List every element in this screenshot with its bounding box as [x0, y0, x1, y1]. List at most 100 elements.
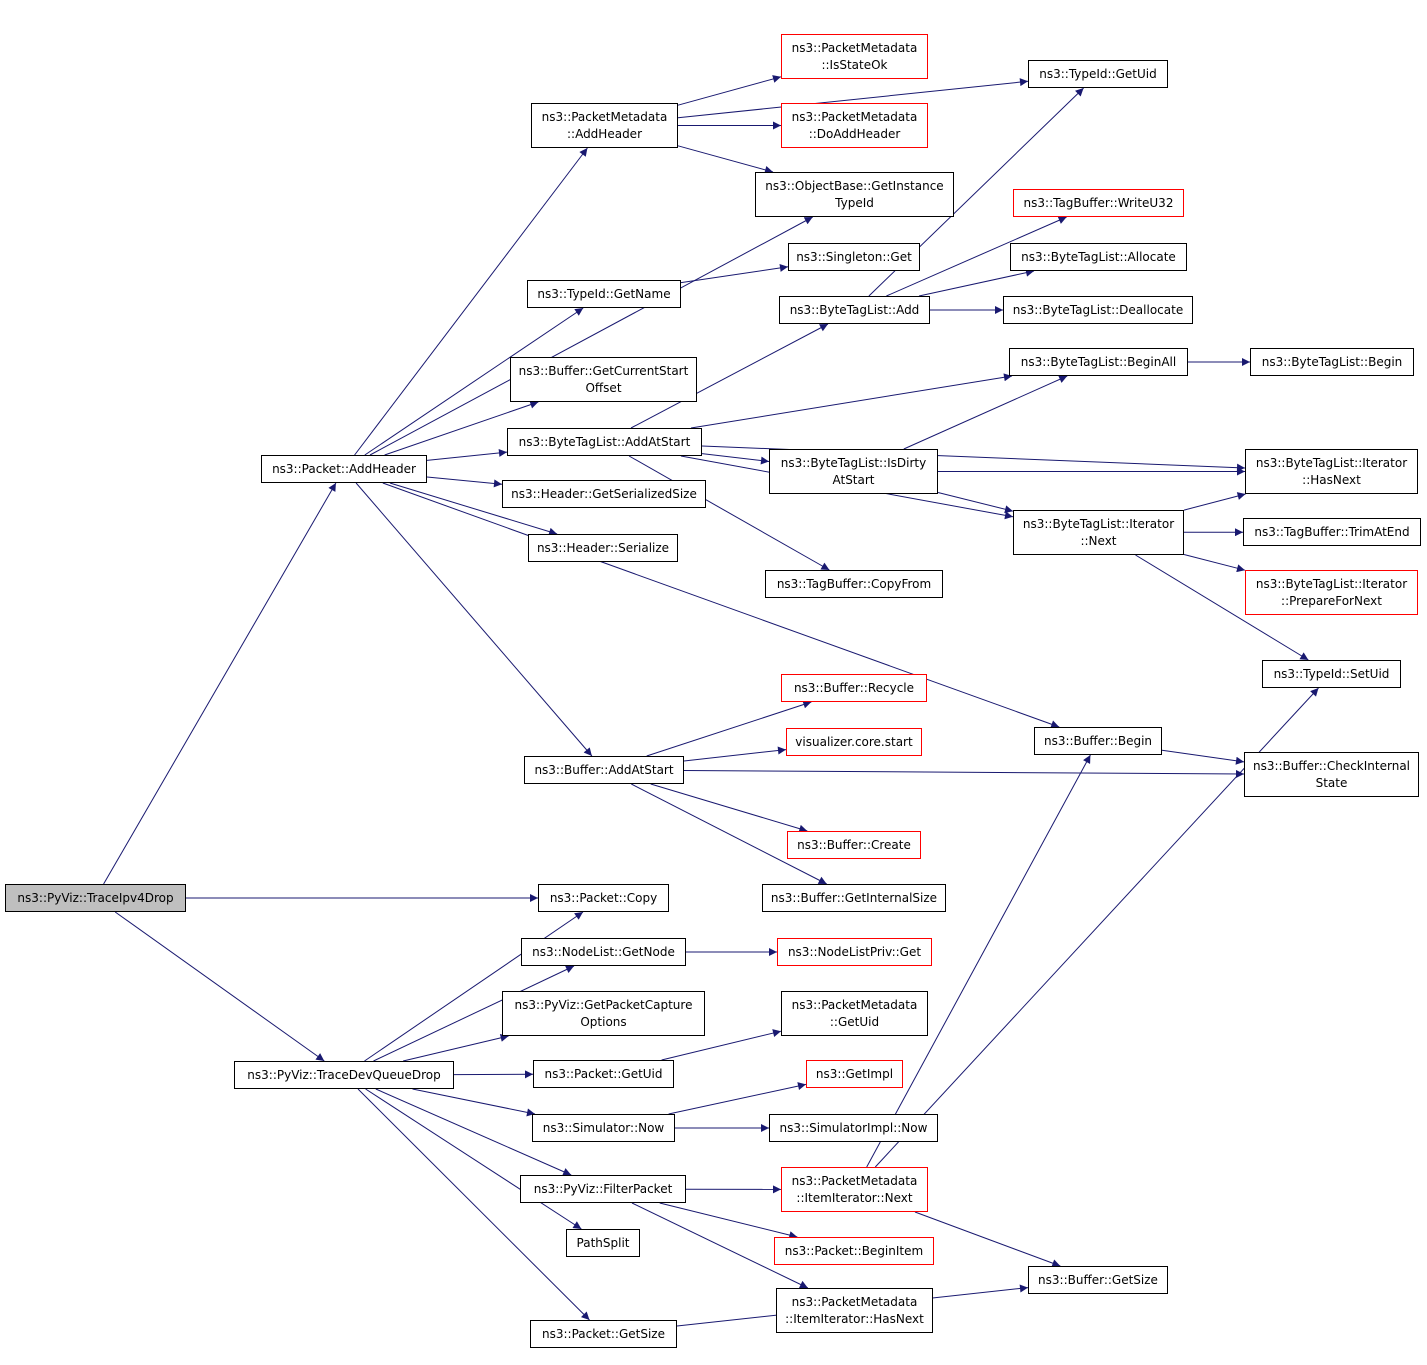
node-label: ns3::Header::Serialize	[536, 540, 670, 555]
node-singleton-get[interactable]: ns3::Singleton::Get	[788, 243, 920, 271]
node-packet-addheader[interactable]: ns3::Packet::AddHeader	[261, 455, 427, 483]
node-label: ns3::TypeId::GetName	[537, 286, 671, 301]
node-buffer-getinternalsize[interactable]: ns3::Buffer::GetInternalSize	[762, 884, 946, 912]
edge-buffer-addatstart-to-buffer-recycle	[646, 700, 812, 757]
node-packet-getuid[interactable]: ns3::Packet::GetUid	[533, 1060, 674, 1088]
node-tagbuffer-trimatend[interactable]: ns3::TagBuffer::TrimAtEnd	[1243, 518, 1421, 546]
node-label: ns3::PyViz::FilterPacket	[533, 1181, 673, 1196]
node-label: Options	[580, 1014, 627, 1029]
node-label: ::IsStateOk	[821, 57, 888, 72]
node-simulatorimpl-now[interactable]: ns3::SimulatorImpl::Now	[769, 1114, 938, 1142]
node-packet-beginitem[interactable]: ns3::Packet::BeginItem	[774, 1237, 934, 1265]
node-pyviz-filterpacket[interactable]: ns3::PyViz::FilterPacket	[520, 1175, 686, 1203]
node-getimpl[interactable]: ns3::GetImpl	[806, 1060, 903, 1088]
node-label: ns3::Packet::Copy	[549, 890, 658, 905]
node-label: ns3::Buffer::GetInternalSize	[770, 890, 938, 905]
node-buffer-addatstart[interactable]: ns3::Buffer::AddAtStart	[524, 756, 684, 784]
node-nodelistpriv-get[interactable]: ns3::NodeListPriv::Get	[777, 938, 932, 966]
node-label: ns3::Buffer::GetSize	[1038, 1272, 1158, 1287]
node-buffer-recycle[interactable]: ns3::Buffer::Recycle	[781, 674, 927, 702]
edge-packet-addheader-to-bytetaglist-addatstart	[426, 448, 508, 461]
edge-bytetaglist-addatstart-to-tagbuffer-copyfrom	[628, 455, 830, 571]
node-label: ns3::Buffer::GetCurrentStart	[518, 363, 689, 378]
edge-tracedevqueuedrop-to-nodelist-getnode	[373, 965, 575, 1062]
node-bytetaglist-add[interactable]: ns3::ByteTagList::Add	[779, 296, 930, 324]
node-label: ns3::GetImpl	[815, 1066, 894, 1081]
node-label: ns3::ByteTagList::BeginAll	[1020, 354, 1177, 369]
edge-packet-getuid-to-pm-getuid	[661, 1029, 782, 1061]
node-traceipv4drop: ns3::PyViz::TraceIpv4Drop	[5, 884, 186, 912]
node-pm-itemiterator-next[interactable]: ns3::PacketMetadata::ItemIterator::Next	[781, 1167, 928, 1212]
edge-pm-itemiterator-next-to-buffer-getsize	[914, 1211, 1061, 1267]
node-buffer-getsize[interactable]: ns3::Buffer::GetSize	[1028, 1266, 1168, 1294]
node-btl-iterator-next[interactable]: ns3::ByteTagList::Iterator::Next	[1013, 510, 1184, 555]
node-label: ns3::ByteTagList::IsDirty	[780, 455, 927, 470]
node-label: Offset	[585, 380, 622, 395]
node-tracedevqueuedrop[interactable]: ns3::PyViz::TraceDevQueueDrop	[234, 1061, 454, 1089]
node-label: State	[1315, 775, 1348, 790]
node-label: ns3::Singleton::Get	[796, 249, 912, 264]
node-label: ns3::PyViz::TraceDevQueueDrop	[247, 1067, 441, 1082]
node-visualizer-core-start[interactable]: visualizer.core.start	[786, 728, 922, 756]
node-label: ns3::PacketMetadata	[791, 40, 918, 55]
node-tagbuffer-writeu32[interactable]: ns3::TagBuffer::WriteU32	[1013, 189, 1184, 217]
node-buffer-begin[interactable]: ns3::Buffer::Begin	[1034, 727, 1162, 755]
node-typeid-setuid[interactable]: ns3::TypeId::SetUid	[1262, 660, 1401, 688]
node-bytetaglist-beginall[interactable]: ns3::ByteTagList::BeginAll	[1009, 348, 1188, 376]
node-pm-doaddheader[interactable]: ns3::PacketMetadata::DoAddHeader	[781, 103, 928, 148]
node-simulator-now[interactable]: ns3::Simulator::Now	[532, 1114, 675, 1142]
node-typeid-getname[interactable]: ns3::TypeId::GetName	[527, 280, 681, 308]
node-label: ns3::PacketMetadata	[791, 109, 918, 124]
node-header-serialize[interactable]: ns3::Header::Serialize	[528, 534, 678, 562]
edge-traceipv4drop-to-tracedevqueuedrop	[114, 911, 325, 1062]
node-label: ns3::Packet::AddHeader	[272, 461, 416, 476]
node-header-getserializedsize[interactable]: ns3::Header::GetSerializedSize	[502, 480, 706, 508]
edge-tracedevqueuedrop-to-pathsplit	[365, 1088, 582, 1230]
node-bytetaglist-deallocate[interactable]: ns3::ByteTagList::Deallocate	[1003, 296, 1193, 324]
node-label: PathSplit	[576, 1235, 630, 1250]
node-packet-getsize[interactable]: ns3::Packet::GetSize	[530, 1320, 677, 1348]
edge-packet-addheader-to-pm-addheader	[354, 147, 588, 456]
node-pm-addheader[interactable]: ns3::PacketMetadata::AddHeader	[531, 103, 678, 148]
node-pathsplit[interactable]: PathSplit	[566, 1229, 640, 1257]
edge-bytetaglist-addatstart-to-bytetaglist-isdirtyatstart	[701, 453, 770, 465]
edge-packet-addheader-to-buffer-getcurrentstartoffset	[384, 400, 539, 456]
node-label: ns3::ObjectBase::GetInstance	[765, 178, 944, 193]
node-packet-copy[interactable]: ns3::Packet::Copy	[538, 884, 669, 912]
node-bytetaglist-begin[interactable]: ns3::ByteTagList::Begin	[1250, 348, 1414, 376]
node-btl-iterator-hasnext[interactable]: ns3::ByteTagList::Iterator::HasNext	[1245, 449, 1418, 494]
node-bytetaglist-addatstart[interactable]: ns3::ByteTagList::AddAtStart	[507, 428, 702, 456]
node-label: ns3::Buffer::CheckInternal	[1252, 758, 1411, 773]
edge-buffer-addatstart-to-visualizer-core-start	[683, 746, 787, 762]
node-label: ns3::ByteTagList::Add	[789, 302, 920, 317]
node-label: ns3::ByteTagList::AddAtStart	[518, 434, 691, 449]
node-bytetaglist-allocate[interactable]: ns3::ByteTagList::Allocate	[1010, 243, 1187, 271]
edge-buffer-addatstart-to-buffer-getinternalsize	[631, 783, 827, 885]
node-label: ns3::ByteTagList::Iterator	[1022, 516, 1175, 531]
edge-packet-addheader-to-header-serialize	[389, 482, 558, 536]
node-nodelist-getnode[interactable]: ns3::NodeList::GetNode	[521, 938, 686, 966]
node-label: ns3::NodeListPriv::Get	[787, 944, 922, 959]
edge-pm-addheader-to-typeid-getuid	[677, 78, 1029, 119]
node-pm-getuid[interactable]: ns3::PacketMetadata::GetUid	[781, 991, 928, 1036]
node-pm-itemiterator-hasnext[interactable]: ns3::PacketMetadata::ItemIterator::HasNe…	[776, 1288, 933, 1333]
node-btl-iterator-preparefornext[interactable]: ns3::ByteTagList::Iterator::PrepareForNe…	[1245, 570, 1418, 615]
edge-packet-addheader-to-buffer-addatstart	[355, 482, 593, 757]
edge-btl-iterator-next-to-btl-iterator-hasnext	[1183, 492, 1246, 511]
edge-bytetaglist-addatstart-to-bytetaglist-beginall	[690, 373, 1013, 429]
node-tagbuffer-copyfrom[interactable]: ns3::TagBuffer::CopyFrom	[765, 570, 943, 598]
edge-tracedevqueuedrop-to-packet-getsize	[357, 1088, 590, 1321]
node-label: ns3::PacketMetadata	[791, 1294, 918, 1309]
node-label: ns3::TagBuffer::CopyFrom	[776, 576, 932, 591]
edge-packet-addheader-to-objectbase-getinstancetypeid	[369, 216, 813, 456]
node-pm-isstateok[interactable]: ns3::PacketMetadata::IsStateOk	[781, 34, 928, 79]
node-label: ns3::SimulatorImpl::Now	[779, 1120, 928, 1135]
edge-bytetaglist-isdirtyatstart-to-btl-iterator-next	[937, 492, 1014, 514]
node-buffer-create[interactable]: ns3::Buffer::Create	[787, 831, 921, 859]
node-typeid-getuid[interactable]: ns3::TypeId::GetUid	[1028, 60, 1168, 88]
